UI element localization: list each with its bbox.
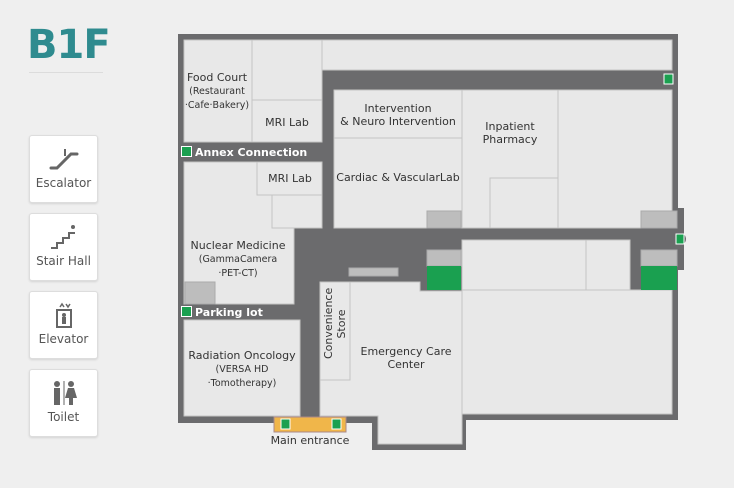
elevator-icon: [426, 249, 462, 267]
room-radiation-oncology: [183, 319, 301, 417]
room-label: Intervention& Neuro Intervention: [340, 102, 456, 128]
room-convenience: [319, 281, 351, 381]
room-mri-lab-2: [256, 161, 323, 196]
floor-title: B1F: [27, 22, 111, 68]
corridor-parking-lot: Parking lot: [181, 306, 263, 319]
stairs-icon: [50, 225, 75, 249]
legend-escalator[interactable]: Escalator: [29, 135, 98, 203]
exit-icon: [675, 233, 685, 245]
divider: [29, 72, 103, 73]
room-emergency: [319, 281, 463, 445]
room-food-court: [183, 39, 253, 143]
room-unnamed: [251, 39, 323, 101]
room-label: MRI Lab: [268, 172, 312, 185]
room-label: Radiation Oncology(VERSA HD·Tomotherapy): [188, 349, 296, 389]
legend-stair-hall[interactable]: Stair Hall: [29, 213, 98, 281]
room-intervention: [333, 89, 463, 139]
elevator-icon: [55, 302, 72, 328]
room-right-mid-1: [461, 239, 587, 291]
room-mri-lab-1: [251, 99, 323, 143]
toilet-icon: [53, 381, 77, 405]
room-unnamed-2: [271, 194, 323, 229]
room-pharmacy-inner: [489, 177, 559, 229]
legend-label: Elevator: [38, 332, 89, 346]
room-label: MRI Lab: [265, 116, 309, 129]
elevator-icon: [640, 249, 678, 267]
legend-label: Stair Hall: [36, 254, 91, 268]
legend-elevator[interactable]: Elevator: [29, 291, 98, 359]
elevator-icon: [640, 210, 678, 229]
toilet-icon: [184, 281, 216, 305]
exit-icon: [663, 73, 674, 85]
main-entrance-icon: [273, 416, 347, 433]
room-label: Convenience Store: [322, 287, 348, 359]
escalator-icon: [348, 267, 399, 277]
legend-toilet[interactable]: Toilet: [29, 369, 98, 437]
room-label: Cardiac & VascularLab: [336, 171, 460, 184]
elevator-icon: [426, 210, 462, 229]
room-right-mid-2: [585, 239, 631, 291]
legend-label: Toilet: [47, 410, 80, 424]
escalator-icon: [49, 149, 78, 170]
stair-exit-icon: [427, 266, 461, 290]
room-label: Nuclear Medicine(GammaCamera·PET-CT): [190, 239, 286, 279]
corridor-annex-connection: Annex Connection: [181, 146, 307, 159]
room-right-bottom: [461, 289, 673, 415]
stair-exit-icon: [641, 266, 677, 290]
room-right-top: [557, 89, 673, 229]
legend-label: Escalator: [35, 176, 92, 190]
room-top: [321, 39, 673, 71]
room-label: Food Court(Restaurant·Cafe·Bakery): [184, 71, 250, 111]
main-entrance-label: Main entrance: [270, 434, 350, 447]
